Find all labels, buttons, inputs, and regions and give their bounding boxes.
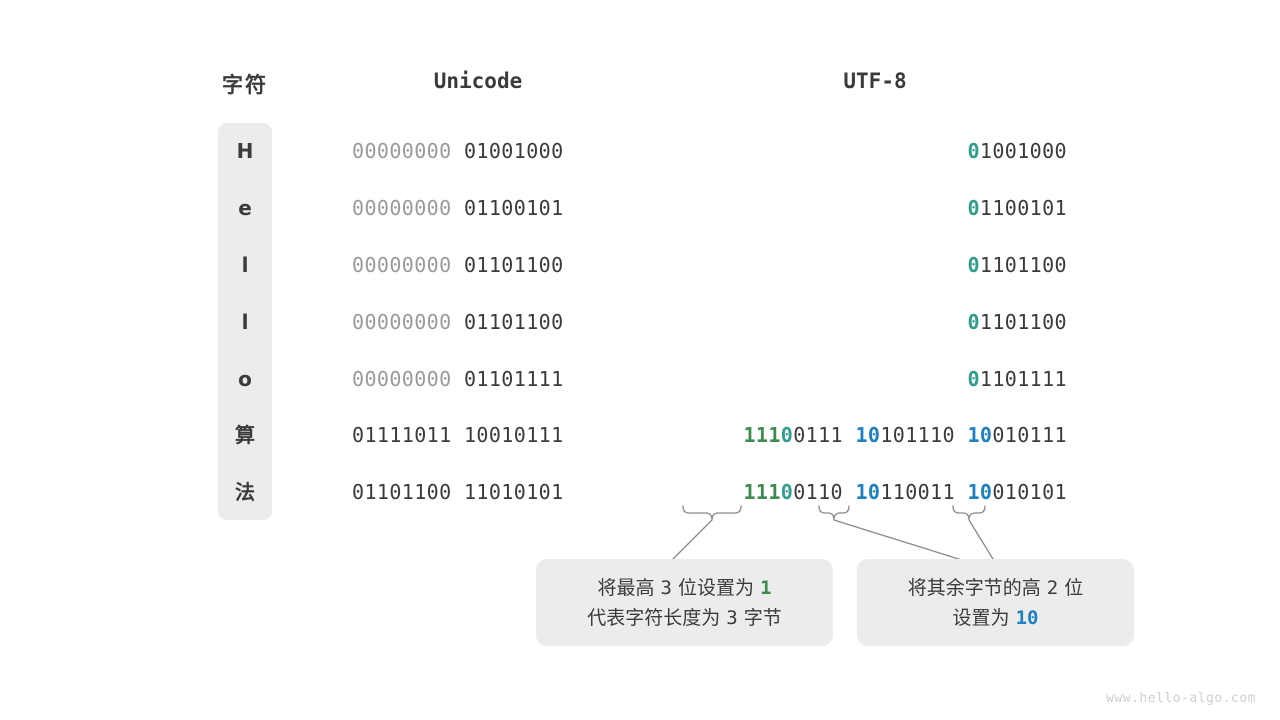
bit-group: 1101111 xyxy=(979,367,1067,391)
bit-group: 0111 xyxy=(793,423,843,447)
utf8-bits: 01101100 xyxy=(967,311,1067,333)
utf8-bits: 11100110 10110011 10010101 xyxy=(743,481,1067,503)
callout-text: 代表字符长度为 xyxy=(587,607,727,629)
bit-group: 00000000 xyxy=(352,253,452,277)
utf8-bits: 01101111 xyxy=(967,368,1067,390)
callout-text: 位 xyxy=(1058,577,1084,599)
bit-group: 0 xyxy=(967,310,980,334)
char-cell: o xyxy=(238,367,252,391)
bit-group: 1101100 xyxy=(979,310,1067,334)
bit-group: 01100101 xyxy=(463,196,564,220)
bit-group: 1101100 xyxy=(979,253,1067,277)
unicode-bits: 01101100 11010101 xyxy=(352,481,612,503)
bit-group: 10 xyxy=(967,423,993,447)
char-cell: l xyxy=(241,253,249,277)
unicode-bits: 00000000 01101100 xyxy=(352,254,612,276)
callout-highlight: 10 xyxy=(1015,607,1039,629)
bit-group: 00000000 xyxy=(352,196,452,220)
bit-group: 00000000 xyxy=(352,310,452,334)
callout-text: 位设置为 xyxy=(671,577,761,599)
bit-group xyxy=(452,196,464,220)
column-header-utf8: UTF-8 xyxy=(843,69,907,93)
bit-group: 0 xyxy=(967,253,980,277)
watermark: www.hello-algo.com xyxy=(1106,691,1256,706)
callout-line: 代表字符长度为 3 字节 xyxy=(554,603,815,633)
bit-group: 110011 xyxy=(880,480,955,504)
callout-highlight: 1 xyxy=(760,577,772,599)
char-cell: e xyxy=(238,196,252,220)
char-cell: 法 xyxy=(235,480,255,504)
unicode-bits: 01111011 10010111 xyxy=(352,424,612,446)
callout-text: 将最高 xyxy=(597,577,661,599)
callout-line: 设置为 10 xyxy=(875,603,1116,633)
bit-group: 10010111 xyxy=(463,423,564,447)
unicode-bits: 00000000 01101100 xyxy=(352,311,612,333)
bit-group: 10 xyxy=(855,480,881,504)
bit-group: 0 xyxy=(780,480,794,504)
column-header-unicode: Unicode xyxy=(433,69,523,93)
bit-group: 0 xyxy=(967,139,980,163)
bit-group: 00000000 xyxy=(352,139,452,163)
unicode-bits: 00000000 01101111 xyxy=(352,368,612,390)
callout-line: 将最高 3 位设置为 1 xyxy=(554,573,815,603)
bit-group: 111 xyxy=(743,423,781,447)
bit-group: 1001000 xyxy=(979,139,1067,163)
bit-group: 01101111 xyxy=(463,367,564,391)
callout-line: 将其余字节的高 2 位 xyxy=(875,573,1116,603)
unicode-bits: 00000000 01100101 xyxy=(352,197,612,219)
callout-text: 将其余字节的高 xyxy=(907,577,1047,599)
bit-group xyxy=(452,310,464,334)
bit-group: 01101100 xyxy=(463,310,564,334)
bit-group: 101110 xyxy=(880,423,955,447)
bit-group: 0 xyxy=(780,423,794,447)
bit-group: 010111 xyxy=(992,423,1067,447)
callout-number: 3 xyxy=(726,607,738,629)
utf8-bits: 11100111 10101110 10010111 xyxy=(743,424,1067,446)
bit-group xyxy=(452,480,464,504)
column-header-char: 字符 xyxy=(222,73,268,97)
bit-group: 10 xyxy=(855,423,881,447)
callout-number: 3 xyxy=(660,577,672,599)
callout-text: 字节 xyxy=(737,607,782,629)
bit-group: 0 xyxy=(967,196,980,220)
callout-number: 2 xyxy=(1046,577,1059,599)
callout-text: 设置为 xyxy=(952,607,1016,629)
char-cell: H xyxy=(236,139,254,163)
bit-group: 01101100 xyxy=(352,480,452,504)
callout-box-leading-bits: 将最高 3 位设置为 1 代表字符长度为 3 字节 xyxy=(536,559,833,646)
bit-group xyxy=(452,253,464,277)
bit-group xyxy=(955,423,967,447)
bit-group xyxy=(843,423,855,447)
utf8-bits: 01001000 xyxy=(967,140,1067,162)
char-column-background xyxy=(218,123,272,520)
bit-group: 00000000 xyxy=(352,367,452,391)
bit-group: 1100101 xyxy=(979,196,1067,220)
bit-group: 111 xyxy=(743,480,781,504)
bit-group: 11010101 xyxy=(463,480,564,504)
bit-group: 010101 xyxy=(992,480,1067,504)
bit-group xyxy=(452,367,464,391)
bit-group xyxy=(452,423,464,447)
unicode-bits: 00000000 01001000 xyxy=(352,140,612,162)
bit-group: 10 xyxy=(967,480,993,504)
bit-group xyxy=(955,480,967,504)
bit-group: 01111011 xyxy=(352,423,452,447)
char-cell: 算 xyxy=(235,423,255,447)
bit-group: 01101100 xyxy=(463,253,564,277)
callout-box-continuation-bits: 将其余字节的高 2 位 设置为 10 xyxy=(857,559,1134,646)
bit-group xyxy=(843,480,855,504)
bit-group: 0 xyxy=(967,367,980,391)
bit-group: 01001000 xyxy=(463,139,564,163)
char-cell: l xyxy=(241,310,249,334)
utf8-bits: 01101100 xyxy=(967,254,1067,276)
bit-group xyxy=(452,139,464,163)
utf8-bits: 01100101 xyxy=(967,197,1067,219)
bit-group: 0110 xyxy=(793,480,843,504)
